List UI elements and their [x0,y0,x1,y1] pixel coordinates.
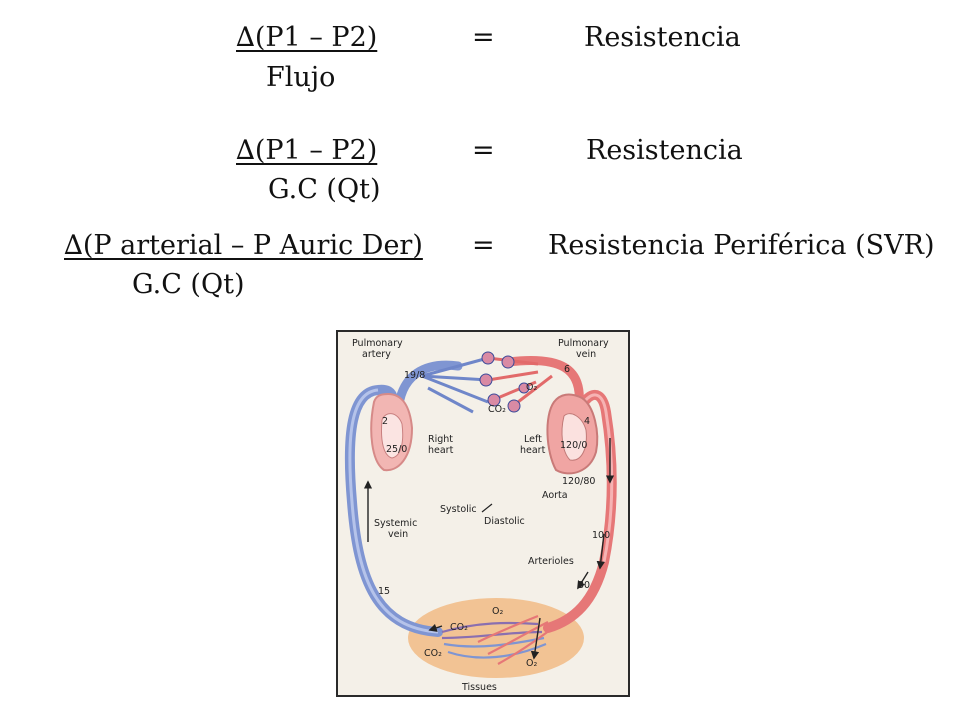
diastolic-label: Diastolic [484,516,525,527]
pulmonary-artery-label-line1: Pulmonary [352,338,403,349]
equation-3-numerator: ∆(P arterial – P Auric Der) [64,230,423,261]
right-heart-label-line2: heart [428,445,454,456]
circulation-diagram-svg: Pulmonary artery Pulmonary vein 19/8 6 O… [344,338,617,693]
systolic-label: Systolic [440,504,477,515]
lung-o2-label: O₂ [526,382,537,393]
tissue-o2-bottom-label: O₂ [526,658,537,669]
equation-3-denominator: G.C (Qt) [132,269,245,300]
pulmonary-vein-pressure: 6 [564,364,570,375]
tissues-label: Tissues [461,682,497,693]
systemic-vein-label-line2: vein [388,529,408,540]
left-heart-label-line1: Left [524,434,542,445]
arterioles-label: Arterioles [528,556,574,567]
right-atrium-pressure: 2 [382,416,388,427]
artery-pressure: 100 [592,530,610,541]
equation-2-result: Resistencia [586,135,743,166]
pulmonary-vein-label-line2: vein [576,349,596,360]
left-heart-label-line2: heart [520,445,546,456]
alveoli [479,351,530,413]
lung-co2-label: CO₂ [488,404,506,415]
equation-2-equals: = [472,135,495,166]
equation-3-result: Resistencia Periférica (SVR) [548,230,935,261]
vein-pressure: 15 [378,586,390,597]
equation-3-equals: = [472,230,495,261]
right-heart-label-line1: Right [428,434,453,445]
equation-1-result: Resistencia [584,22,741,53]
right-ventricle-pressure: 25/0 [386,444,407,455]
circulation-diagram: Pulmonary artery Pulmonary vein 19/8 6 O… [336,330,630,697]
tissue-capillaries [441,614,551,665]
arteriole-pressure: 30 [578,580,590,591]
equation-1-denominator: Flujo [266,62,336,93]
equation-1-equals: = [472,22,495,53]
tissue-co2-mid-label: CO₂ [450,622,468,633]
systemic-vein-inner [348,388,439,634]
systemic-vein-label-line1: Systemic [374,518,417,529]
pulmonary-artery-branches [421,356,489,414]
tissue-co2-bottom-label: CO₂ [424,648,442,659]
equation-2-denominator: G.C (Qt) [268,174,381,205]
left-atrium-pressure: 4 [584,416,590,427]
pulmonary-vein-label-line1: Pulmonary [558,338,609,349]
aorta-pressure: 120/80 [562,476,595,487]
tissue-o2-top-label: O₂ [492,606,503,617]
aorta-label: Aorta [542,490,568,501]
pulmonary-artery-label-line2: artery [362,349,391,360]
pulmonary-artery-pressure: 19/8 [404,370,425,381]
left-heart-chamber [561,413,587,461]
flow-arrows [363,438,615,660]
equation-1-numerator: ∆(P1 – P2) [236,22,378,53]
left-ventricle-pressure: 120/0 [560,440,587,451]
equation-2-numerator: ∆(P1 – P2) [236,135,378,166]
right-heart-chamber [381,413,404,459]
